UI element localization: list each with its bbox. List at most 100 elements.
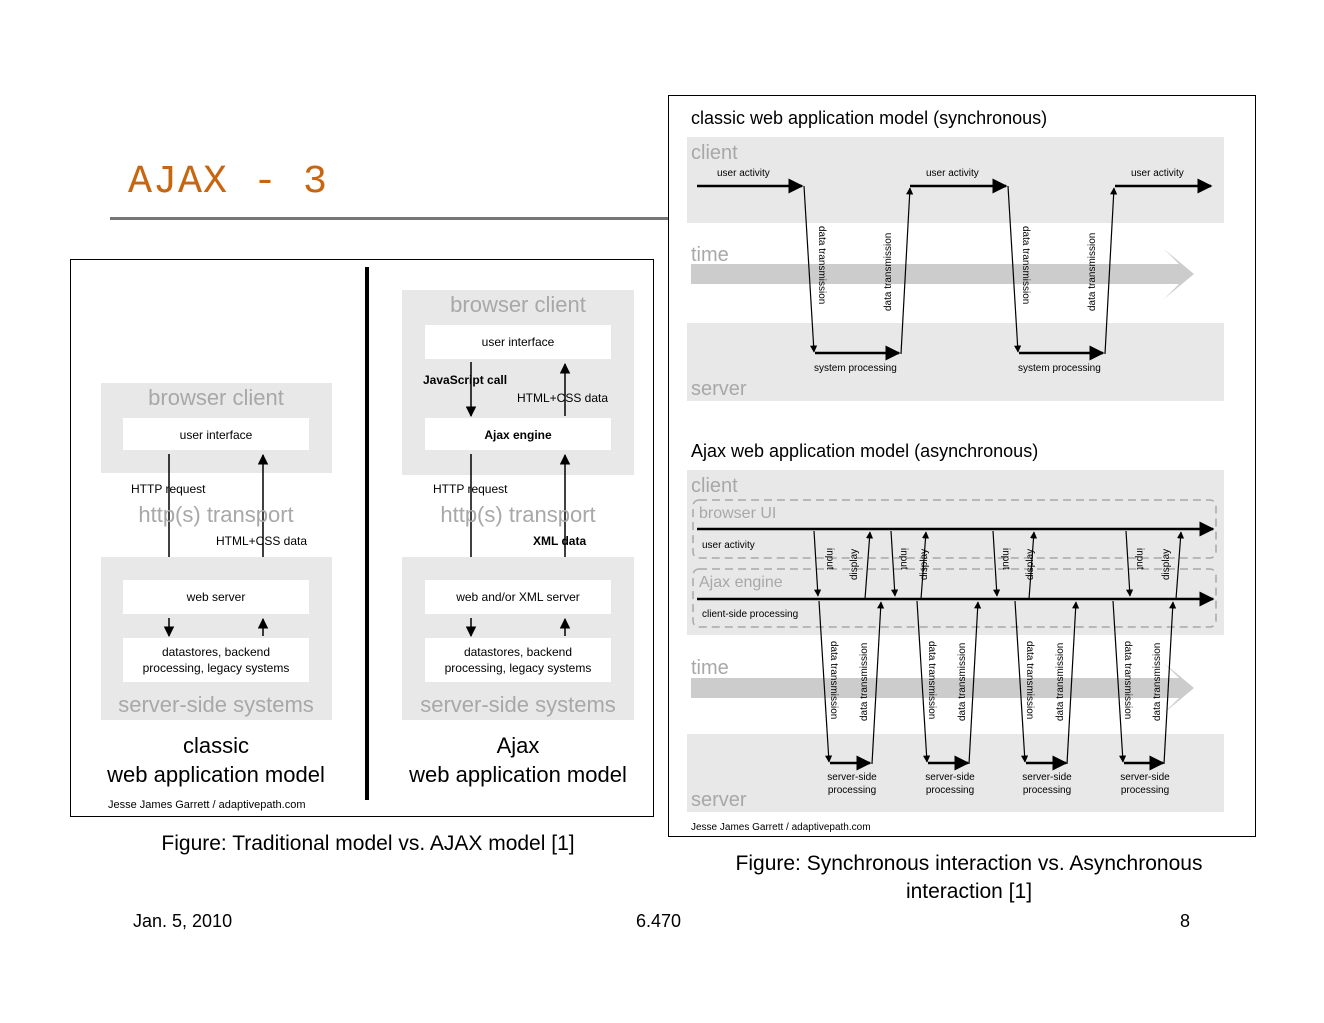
async-data-transmission-label-2: data transmission [859, 643, 870, 721]
right-figure-caption-line2: interaction [1] [905, 880, 1033, 903]
classic-datastores-line2: processing, legacy systems [143, 661, 290, 675]
classic-http-request-label: HTTP request [131, 482, 206, 496]
left-figure-panel: browser client user interface HTTP reque… [70, 259, 654, 817]
async-transmit-down-2 [916, 600, 931, 763]
sync-transmit-up-1 [900, 187, 914, 355]
left-figure-credit: Jesse James Garrett / adaptivepath.com [108, 799, 305, 811]
classic-html-css-label: HTML+CSS data [216, 534, 307, 548]
async-ajax-engine-frame [692, 568, 1217, 628]
async-transmit-up-4 [1163, 601, 1177, 765]
async-transmit-up-1 [871, 601, 885, 765]
classic-datastores-box [123, 638, 309, 682]
async-server-side-label-2a: server-side [925, 772, 975, 783]
ajax-engine-box [425, 418, 611, 450]
ajax-datastores-line1: datastores, backend [464, 645, 572, 659]
classic-transport-label: http(s) transport [138, 502, 293, 527]
async-display-arrow-3 [1028, 531, 1038, 600]
async-server-side-label-3a: server-side [1022, 772, 1072, 783]
async-transmit-up-3 [1066, 601, 1080, 765]
async-input-arrow-1 [813, 530, 822, 597]
ajax-html-css-label: HTML+CSS data [517, 391, 608, 405]
async-browser-ui-label: browser UI [699, 505, 776, 522]
classic-web-server-box [123, 580, 309, 614]
async-heading: Ajax web application model (asynchronous… [691, 441, 1038, 461]
title-underline [110, 217, 670, 220]
sync-time-arrow [691, 249, 1194, 299]
async-input-label-2: input [898, 548, 909, 570]
ajax-user-interface-label: user interface [482, 335, 555, 349]
ajax-http-request-label: HTTP request [433, 482, 508, 496]
async-input-arrow-3 [992, 530, 1001, 597]
async-group-1: input display data transmission data tra… [813, 530, 885, 796]
async-server-side-label-4b: processing [1121, 785, 1169, 796]
sync-transmit-down-1 [803, 185, 818, 353]
right-figure-credit: Jesse James Garrett / adaptivepath.com [691, 822, 871, 833]
async-input-label-3: input [1000, 548, 1011, 570]
async-display-label-1: display [849, 549, 860, 580]
sync-server-band [687, 323, 1224, 401]
async-data-transmission-label-7: data transmission [1122, 641, 1133, 719]
async-data-transmission-label-5: data transmission [1024, 641, 1035, 719]
ajax-model-label-2: web application model [408, 762, 627, 787]
ajax-javascript-call-label: JavaScript call [423, 373, 507, 387]
classic-user-interface-box [123, 418, 309, 450]
async-server-side-label-3b: processing [1023, 785, 1071, 796]
ajax-datastores-line2: processing, legacy systems [445, 661, 592, 675]
async-display-arrow-4 [1175, 531, 1185, 600]
sync-data-transmission-label-2: data transmission [883, 233, 894, 311]
divider-bar [365, 267, 369, 800]
ajax-web-xml-server-box [425, 580, 611, 614]
async-input-arrow-4 [1125, 530, 1134, 597]
sync-heading: classic web application model (synchrono… [691, 108, 1047, 128]
sync-user-activity-label-2: user activity [926, 168, 979, 179]
async-input-label-1: input [824, 548, 835, 570]
sync-client-band [687, 137, 1224, 223]
async-group-4: input display data transmission data tra… [1112, 530, 1185, 796]
footer-date: Jan. 5, 2010 [133, 911, 233, 931]
async-transmit-down-4 [1112, 600, 1127, 763]
sync-time-label: time [691, 244, 729, 266]
async-display-label-2: display [919, 549, 930, 580]
async-group-2: input display data transmission data tra… [890, 530, 982, 796]
slide-title: AJAX - 3 [128, 160, 329, 205]
sync-client-label: client [691, 142, 738, 164]
classic-vs-ajax-diagram: browser client user interface HTTP reque… [101, 267, 634, 811]
async-server-side-label-2b: processing [926, 785, 974, 796]
async-server-side-label-4a: server-side [1120, 772, 1170, 783]
ajax-xml-data-label: XML data [533, 534, 586, 548]
async-input-arrow-2 [890, 530, 899, 597]
ajax-model-label-1: Ajax [497, 733, 540, 758]
classic-model-label-2: web application model [106, 762, 325, 787]
async-client-band [687, 470, 1224, 635]
async-ajax-engine-label: Ajax engine [699, 574, 783, 591]
sync-transmit-up-2 [1104, 187, 1118, 355]
footer-page-number: 8 [1180, 911, 1191, 931]
async-group-3: input display data transmission data tra… [992, 530, 1080, 796]
async-data-transmission-label-3: data transmission [926, 641, 937, 719]
async-data-transmission-label-8: data transmission [1152, 643, 1163, 721]
ajax-user-interface-box [425, 325, 611, 359]
async-display-arrow-2 [920, 531, 930, 600]
async-browser-ui-frame [692, 499, 1217, 559]
sync-data-transmission-label-3: data transmission [1020, 226, 1031, 304]
async-time-label: time [691, 657, 729, 679]
sync-vs-async-diagram: classic web application model (synchrono… [687, 108, 1224, 833]
async-server-label: server [691, 789, 747, 811]
footer-course: 6.470 [636, 911, 682, 931]
classic-datastores-line1: datastores, backend [162, 645, 270, 659]
classic-model-label-1: classic [183, 733, 249, 758]
right-figure-panel: classic web application model (synchrono… [668, 95, 1256, 837]
async-transmit-down-1 [818, 600, 833, 763]
classic-web-server-label: web server [186, 590, 246, 604]
async-display-label-3: display [1025, 549, 1036, 580]
async-server-side-label-1b: processing [828, 785, 876, 796]
sync-data-transmission-label-4: data transmission [1087, 233, 1098, 311]
sync-user-activity-label-1: user activity [717, 168, 770, 179]
async-transmit-down-3 [1014, 600, 1029, 763]
async-display-arrow-1 [864, 531, 874, 600]
sync-system-processing-label-2: system processing [1018, 363, 1101, 374]
async-data-transmission-label-6: data transmission [1055, 643, 1066, 721]
async-display-label-4: display [1161, 549, 1172, 580]
async-server-side-label-1a: server-side [827, 772, 877, 783]
left-figure-caption: Figure: Traditional model vs. AJAX model… [161, 832, 575, 855]
